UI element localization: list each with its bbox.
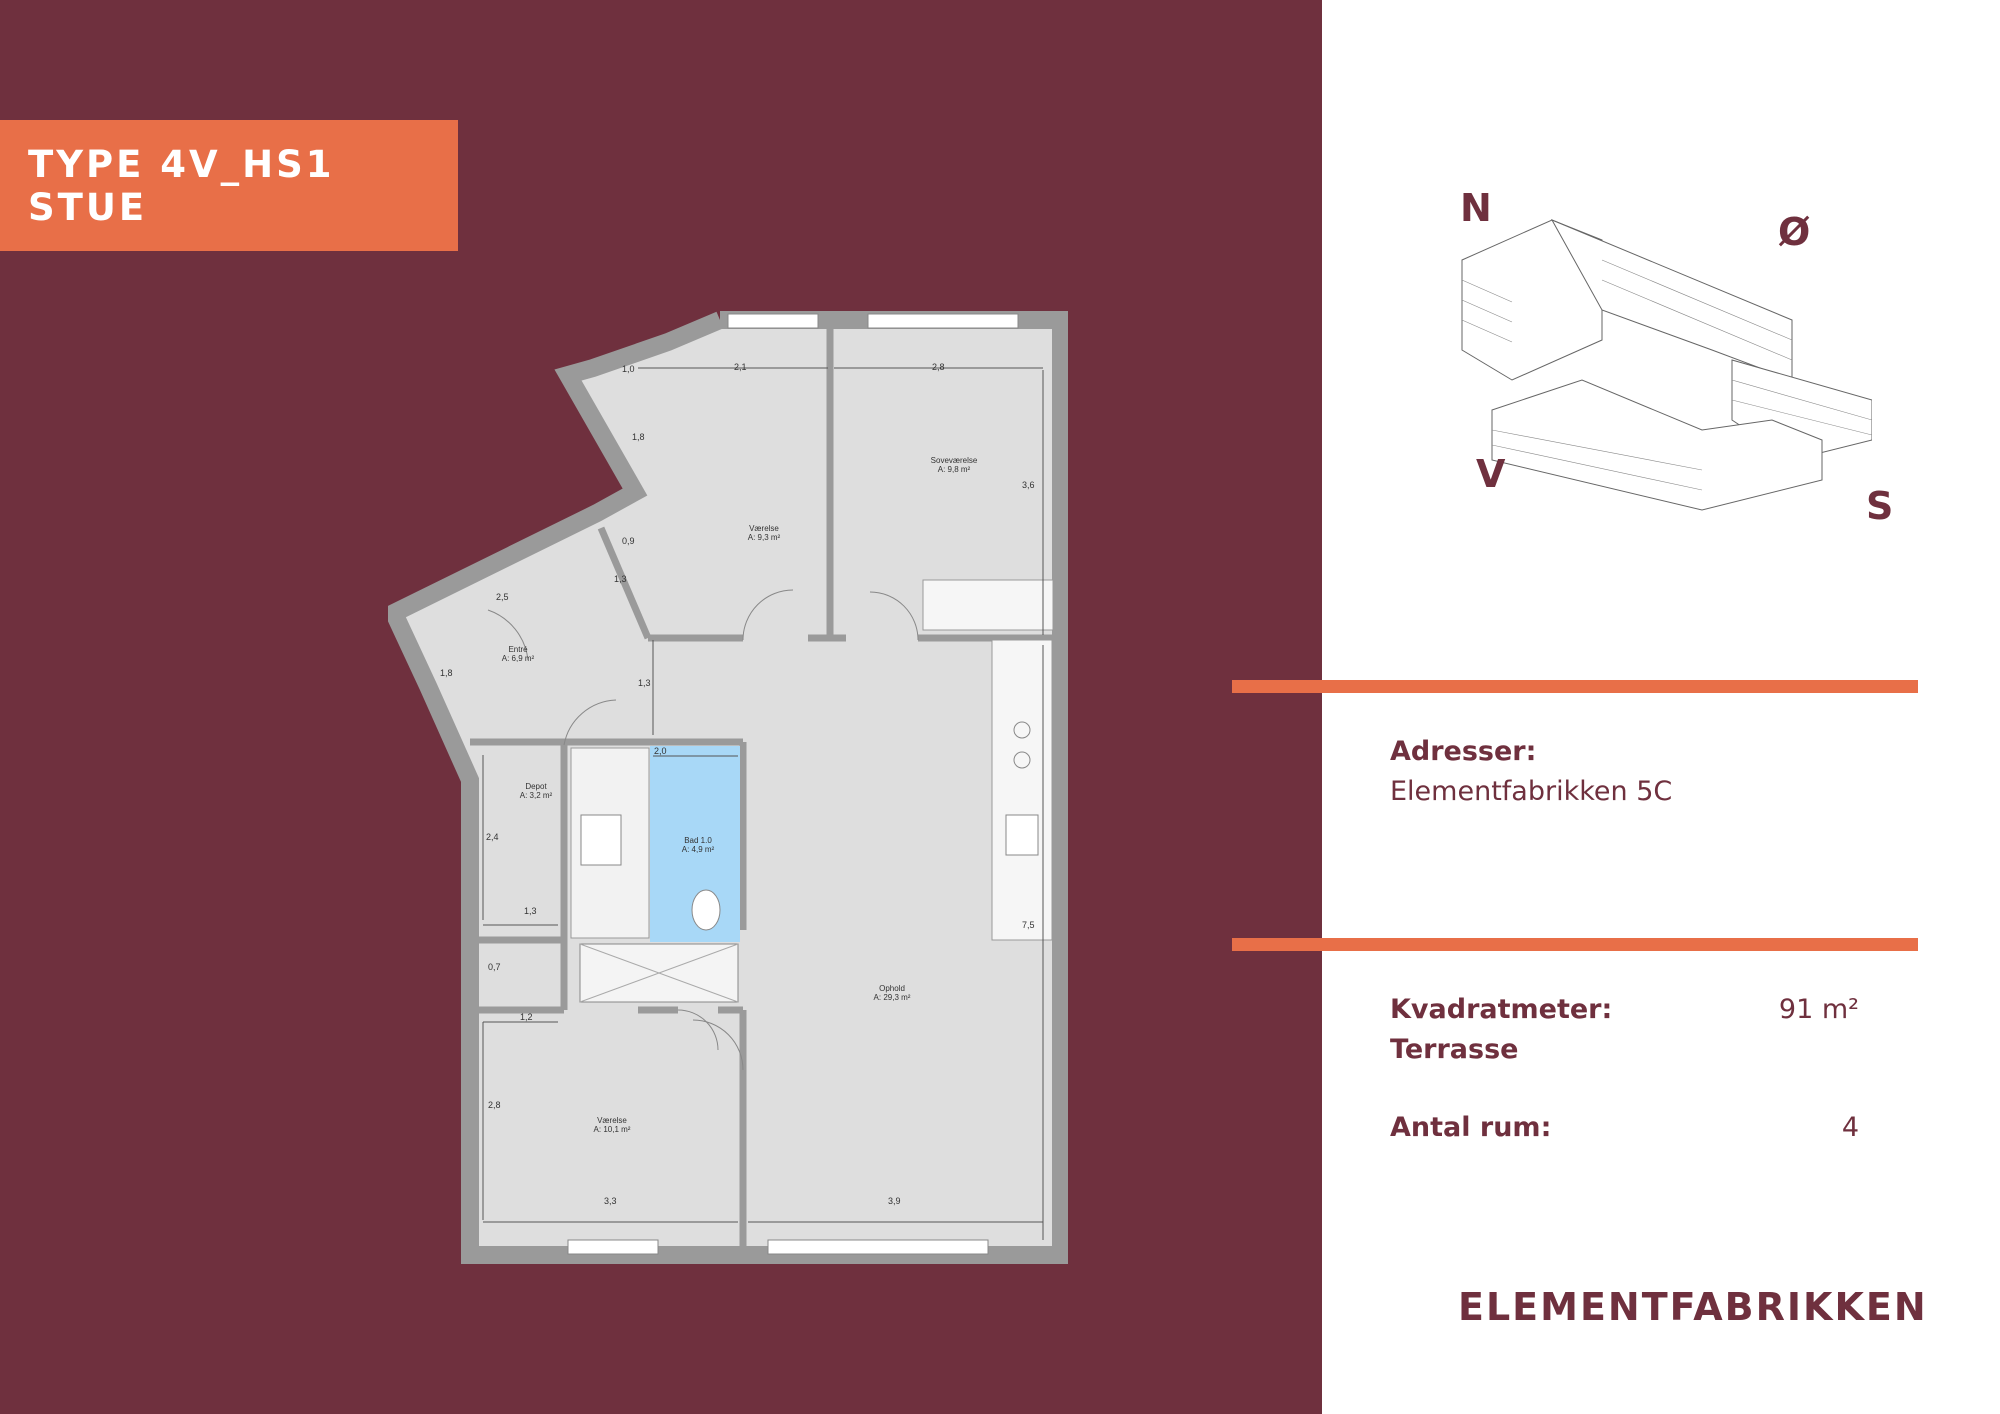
dimension-label: 3,9 [888,1196,901,1206]
floor-plan [388,311,1068,1264]
compass-north: N [1460,186,1492,230]
hob [1013,721,1031,739]
window [567,1239,659,1255]
dimension-label: 2,0 [654,746,667,756]
rooms-value: 4 [1841,1112,1859,1143]
divider-rule [1232,938,1918,951]
dimension-label: 3,6 [1022,480,1035,490]
left-panel: TYPE 4V_HS1 STUE [0,0,1322,1414]
sqm-label: Kvadratmeter: [1390,994,1613,1025]
rooms-label: Antal rum: [1390,1112,1552,1143]
terrace-label: Terrasse [1390,1034,1519,1065]
dimension-lines [482,367,1044,1240]
sink [580,814,622,866]
dimension-label: 0,9 [622,536,635,546]
dimension-label: 2,4 [486,832,499,842]
dimension-label: 2,5 [496,592,509,602]
dimension-label: 1,8 [632,432,645,442]
building-site-sketch [1461,218,1872,511]
fridge [922,579,1054,631]
dimension-label: 1,3 [638,678,651,688]
dimension-label: 2,1 [734,362,747,372]
dimension-label: 1,2 [520,1012,533,1022]
window [767,1239,989,1255]
apartment-type-badge: TYPE 4V_HS1 STUE [0,120,458,251]
door-swings [487,589,919,1071]
kitchen-sink [1005,814,1039,856]
dimension-label: 7,5 [1022,920,1035,930]
compass-east: Ø [1778,210,1811,254]
compass-west: V [1476,452,1506,496]
dimension-label: 3,3 [604,1196,617,1206]
window [867,313,1019,329]
compass-south: S [1866,484,1894,528]
apartment-type-label: TYPE 4V_HS1 STUE [28,142,335,229]
address-label: Adresser: [1390,736,1537,767]
dimension-label: 0,7 [488,962,501,972]
outer-wall [388,311,1068,1264]
dimension-label: 1,8 [440,668,453,678]
sqm-value: 91 m² [1778,994,1859,1025]
dimension-label: 1,0 [622,364,635,374]
brand-logo: ELEMENTFABRIKKEN [1458,1285,1928,1329]
interior-walls [470,320,1061,1255]
right-panel: N Ø V S [1322,0,2000,1414]
toilet [691,889,721,931]
dimension-label: 2,8 [488,1100,501,1110]
kitchen-counter [991,639,1053,941]
address-value: Elementfabrikken 5C [1390,776,1673,807]
dimension-label: 1,3 [614,574,627,584]
dimension-label: 2,8 [932,362,945,372]
dimension-label: 1,3 [524,906,537,916]
divider-rule [1232,680,1918,693]
window [727,313,819,329]
